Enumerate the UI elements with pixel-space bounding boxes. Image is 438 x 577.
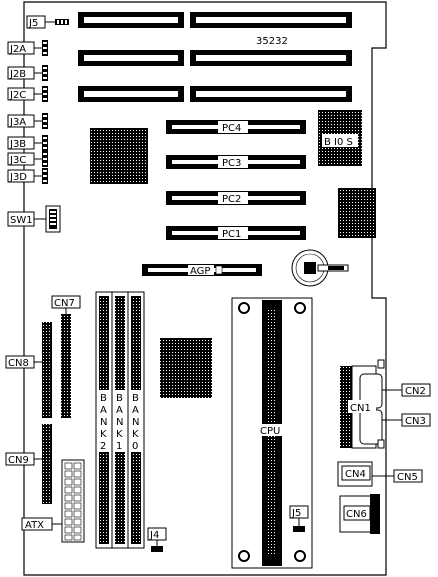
jumper-j5-bottom: J5 (289, 505, 309, 532)
pc3-label: PC3 (222, 158, 241, 169)
switch-sw1: SW1 (7, 205, 61, 233)
jumper-j3a: J3A (7, 113, 48, 129)
top-slots (78, 12, 352, 102)
pci-slot-pc2: PC2 (166, 191, 306, 205)
jumper-j2a: J2A (7, 40, 48, 56)
bank0-a: A (132, 405, 139, 416)
connector-cn4: CN4 (337, 461, 373, 487)
j3a-label: J3A (9, 117, 26, 128)
j2b-label: J2B (9, 69, 26, 80)
j5-bottom-label: J5 (291, 508, 301, 519)
pc1-label: PC1 (222, 229, 241, 240)
pci-slot-pc4: PC4 (166, 120, 306, 134)
connector-cn2: CN2 (382, 383, 431, 397)
agp-slot: AGP (142, 264, 262, 277)
j3b-label: J3B (9, 139, 26, 150)
cn6-label: CN6 (346, 509, 367, 520)
bank1-a: A (116, 405, 123, 416)
bank2-num: 2 (100, 441, 106, 452)
pc4-label: PC4 (222, 123, 241, 134)
dimm-bank-0: B A N K 0 (127, 291, 145, 549)
bank1-n: N (116, 417, 123, 428)
bank2-b: B (100, 393, 107, 404)
jumper-j4: J4 (147, 527, 167, 552)
connector-cn8: CN8 (5, 322, 52, 418)
cn3-label: CN3 (405, 416, 426, 427)
dimm-bank-2: B A N K 2 (95, 291, 113, 549)
cn9-label: CN9 (8, 455, 29, 466)
sw1-label: SW1 (10, 215, 33, 226)
jumper-j3c: J3C (7, 151, 48, 167)
bios-chip: B I0 S (318, 110, 362, 166)
bios-label: B I0 S (324, 137, 353, 148)
j4-label: J4 (149, 530, 159, 541)
io-chip (338, 188, 376, 238)
connector-atx: ATX (21, 459, 85, 543)
pc2-label: PC2 (222, 194, 241, 205)
jumper-j5-top: J5 (26, 15, 69, 29)
connector-cn9: CN9 (5, 424, 52, 504)
cn8-label: CN8 (8, 358, 29, 369)
dimm-bank-1: B A N K 1 (111, 291, 129, 549)
connector-cn3: CN3 (382, 413, 431, 427)
j3c-label: J3C (9, 155, 26, 166)
bank0-k: K (132, 429, 139, 440)
cn4-label: CN4 (345, 469, 366, 480)
cn2-label: CN2 (405, 386, 426, 397)
jumper-j2b: J2B (7, 65, 48, 81)
cpu-label: CPU (260, 426, 280, 437)
bank0-num: 0 (132, 441, 138, 452)
bank0-b: B (132, 393, 139, 404)
cn7-label: CN7 (54, 298, 75, 309)
cn5-label: CN5 (397, 472, 418, 483)
j2c-label: J2C (9, 90, 26, 101)
j3d-label: J3D (9, 172, 27, 183)
pci-slot-pc1: PC1 (166, 226, 306, 240)
jumper-j2c: J2C (7, 86, 48, 102)
atx-label: ATX (25, 520, 44, 531)
bank1-k: K (116, 429, 123, 440)
bank2-k: K (100, 429, 107, 440)
connector-cn1: CN1 (340, 359, 385, 449)
connector-cn7: CN7 (51, 295, 81, 418)
j5-top-label: J5 (28, 18, 38, 29)
bank1-b: B (116, 393, 123, 404)
pci-slot-pc3: PC3 (166, 155, 306, 169)
bank2-n: N (100, 417, 107, 428)
board-number: 35232 (256, 36, 288, 47)
jumper-j3b: J3B (7, 135, 48, 151)
agp-label: AGP (190, 266, 210, 277)
connector-cn5: CN5 (372, 469, 423, 483)
bank1-num: 1 (116, 441, 122, 452)
cn1-label: CN1 (350, 403, 371, 414)
chipset-north (90, 128, 148, 184)
chipset-south (160, 338, 212, 398)
connector-cn6: CN6 (339, 494, 380, 534)
bank2-a: A (100, 405, 107, 416)
jumper-j3d: J3D (7, 168, 48, 184)
cpu-slot: CPU (231, 297, 313, 569)
battery (291, 249, 349, 287)
bank0-n: N (132, 417, 139, 428)
j2a-label: J2A (9, 44, 26, 55)
